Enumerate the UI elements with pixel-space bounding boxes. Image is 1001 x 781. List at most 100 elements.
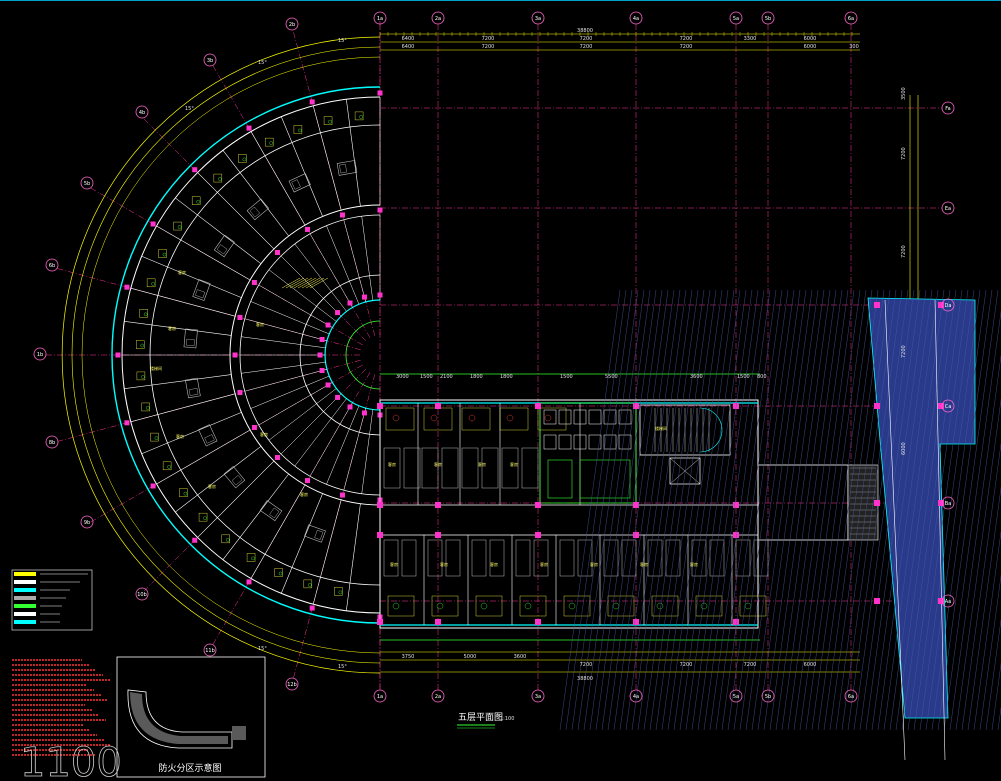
column	[115, 352, 121, 358]
hatch-line	[877, 289, 939, 731]
bathroom-fixture	[221, 534, 230, 544]
angle-labels: 15° 15° 15° 15° 15°	[185, 38, 347, 670]
hatch-line	[631, 289, 693, 731]
annotation-line	[309, 277, 329, 289]
fixture	[143, 312, 148, 317]
hatch-line	[649, 289, 711, 731]
hatch-line	[595, 289, 657, 731]
bed	[481, 447, 499, 489]
room-label: 客房	[300, 491, 308, 497]
hatch-line	[847, 289, 909, 731]
column	[633, 403, 639, 409]
axis-label: Ea	[945, 206, 951, 212]
dimension-value: 5000	[464, 654, 477, 660]
room-partition	[361, 409, 374, 494]
bed	[195, 289, 206, 299]
bed	[421, 447, 439, 489]
bed	[403, 447, 421, 489]
column	[325, 322, 331, 328]
fixture	[430, 414, 438, 422]
dimension-value: 7200	[680, 662, 693, 668]
room-labels: 客房 客房 客房 客房 客房 客房 客房 客房 客房 客房 客房 客房 客房 客…	[150, 269, 698, 567]
column	[232, 352, 238, 358]
column	[317, 352, 323, 358]
bathroom-fixture	[179, 488, 188, 497]
dimension-value: 300	[849, 44, 859, 50]
toilet-stall	[573, 434, 587, 450]
bathroom-fixture	[162, 461, 172, 471]
room-partition	[294, 243, 347, 312]
room-label: 客房	[640, 561, 648, 567]
room-partition	[156, 429, 251, 485]
fixture	[392, 602, 400, 610]
column	[319, 336, 325, 342]
column	[246, 125, 252, 131]
axis-label: 4a	[633, 694, 639, 700]
bathroom	[607, 595, 635, 617]
room-partition	[312, 499, 342, 605]
hatch-line	[679, 289, 741, 731]
column	[237, 390, 243, 396]
toilet-stall	[543, 434, 557, 450]
column	[309, 605, 315, 611]
room-partition	[268, 388, 337, 441]
bathroom-fixture	[158, 249, 167, 258]
hatch-line	[979, 574, 1001, 731]
annotation-line	[289, 277, 309, 289]
building-outline	[111, 86, 879, 641]
axis-label: 5b	[765, 16, 771, 22]
hatch-line	[685, 289, 747, 731]
room-label: 客房	[176, 433, 184, 439]
dimension-value: 7200	[680, 36, 693, 42]
fixture	[524, 602, 532, 610]
hatch-line	[721, 289, 783, 731]
hatch-line	[913, 289, 975, 731]
fixture	[506, 414, 514, 422]
bed	[223, 465, 246, 489]
fixture	[183, 491, 188, 496]
dimension-value: 3600	[690, 374, 703, 380]
room-partition	[280, 393, 342, 455]
axis-label: 2a	[435, 694, 441, 700]
angle-label: 15°	[338, 664, 347, 670]
bed	[246, 198, 270, 221]
dimension-value: 6400	[402, 44, 415, 50]
room-partition	[280, 116, 323, 217]
bed	[621, 539, 637, 577]
bed	[314, 529, 324, 540]
stair-label: 楼梯间	[150, 365, 162, 371]
hatch-line	[901, 289, 963, 731]
dimension-arc	[71, 46, 381, 664]
top-axis-labels: 1a 2a 3a 4a 5a 5b 6a	[373, 11, 858, 25]
bed	[665, 539, 681, 577]
room-label: 客房	[256, 321, 264, 327]
hatch-line	[991, 662, 1001, 731]
bed	[288, 173, 311, 193]
dimension-value: 7200	[901, 147, 907, 160]
outer-wall-arc	[111, 86, 381, 624]
axis-bubble	[45, 258, 59, 272]
column	[325, 382, 331, 388]
bed	[204, 434, 215, 444]
column	[251, 280, 257, 285]
hatch-line	[931, 289, 993, 731]
bottom-dimension-text: 38800 3750 5000 3600 7200 7200 7200 6000	[402, 654, 817, 682]
room-partition	[309, 233, 353, 308]
bathroom-fixture	[334, 587, 343, 596]
radial-axis-label: 3b	[207, 58, 213, 64]
room-label: 客房	[388, 461, 396, 467]
axis-label: Ba	[945, 501, 952, 507]
room-partition	[197, 172, 275, 250]
hatch-line	[961, 442, 1001, 731]
bed	[183, 328, 198, 349]
radial-axis-label: 5b	[84, 181, 90, 187]
annotation-line	[281, 277, 301, 289]
hatch-line	[613, 289, 675, 731]
bed	[269, 507, 280, 519]
radial-axis-label: 6b	[49, 263, 55, 269]
room-partition	[124, 321, 232, 336]
hatch-line	[955, 398, 1001, 731]
axis-bubble	[203, 53, 217, 67]
bathroom-fixture	[141, 402, 150, 412]
radial-axis-label: 9b	[84, 520, 90, 526]
